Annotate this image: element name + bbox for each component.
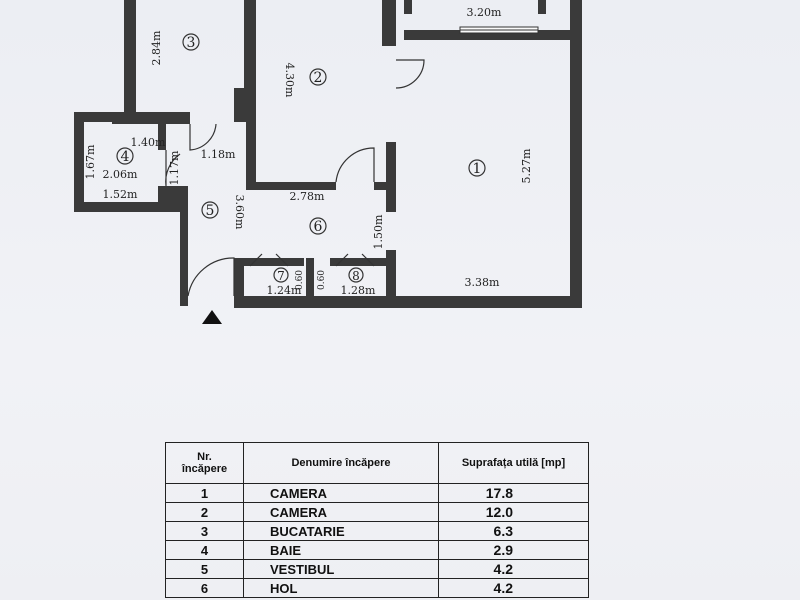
table-row: 4 BAIE 2.9 <box>165 540 589 560</box>
dim-r8-width: 1.28m <box>341 284 376 297</box>
cell-area: 12.0 <box>438 502 589 522</box>
table-row: 2 CAMERA 12.0 <box>165 502 589 522</box>
cell-name: VESTIBUL <box>243 559 439 579</box>
dim-r8-side: 0.60 <box>317 270 327 290</box>
dim-r7-side: 0.60 <box>295 270 305 290</box>
room-number-6: 6 <box>314 219 323 235</box>
room-area-table: Nr. încăpere Denumire încăpere Suprafața… <box>165 442 589 598</box>
dim-r3-height: 2.84m <box>150 30 163 65</box>
room-number-4: 4 <box>121 149 130 165</box>
dim-r6-height: 1.50m <box>372 214 385 249</box>
dim-r1-top-width: 3.20m <box>467 6 502 19</box>
room-number-1: 1 <box>473 161 482 177</box>
cell-nr: 6 <box>165 578 244 598</box>
room-labels: 3 2 1 4 5 6 7 8 <box>116 33 486 283</box>
dim-r7-width: 1.24m <box>267 284 302 297</box>
header-room-area: Suprafața utilă [mp] <box>438 442 589 484</box>
window <box>459 26 539 34</box>
dim-r4-height: 1.67m <box>84 144 97 179</box>
dim-r4-top: 1.40m <box>131 136 166 149</box>
entrance-arrow-icon <box>202 310 222 324</box>
room-number-7: 7 <box>277 269 285 283</box>
table-row: 5 VESTIBUL 4.2 <box>165 559 589 579</box>
table-row: 6 HOL 4.2 <box>165 578 589 598</box>
table-header-row: Nr. încăpere Denumire încăpere Suprafața… <box>165 442 589 484</box>
dim-r6-width: 2.78m <box>290 190 325 203</box>
cell-nr: 4 <box>165 540 244 560</box>
cell-nr: 3 <box>165 521 244 541</box>
dim-r2-height: 4.30m <box>283 63 296 98</box>
header-room-name: Denumire încăpere <box>243 442 439 484</box>
cell-nr: 1 <box>165 483 244 503</box>
cell-area: 4.2 <box>438 559 589 579</box>
dim-r5-height: 3.60m <box>233 195 246 230</box>
cell-area: 4.2 <box>438 578 589 598</box>
walls <box>74 0 582 308</box>
dimensions: 2.84m 4.30m 3.20m 5.27m 3.38m 1.40m 2.06… <box>84 6 533 297</box>
cell-area: 6.3 <box>438 521 589 541</box>
doors <box>165 59 425 297</box>
cell-name: BUCATARIE <box>243 521 439 541</box>
dim-r1-bottom-width: 3.38m <box>465 276 500 289</box>
dim-r4-width: 2.06m <box>103 168 138 181</box>
room-number-5: 5 <box>206 203 215 219</box>
cell-name: CAMERA <box>243 483 439 503</box>
cell-name: HOL <box>243 578 439 598</box>
room-number-8: 8 <box>352 269 360 283</box>
cell-name: CAMERA <box>243 502 439 522</box>
dim-r4-bottom: 1.52m <box>103 188 138 201</box>
room-number-3: 3 <box>187 35 196 51</box>
cell-nr: 2 <box>165 502 244 522</box>
floor-plan: 3 2 1 4 5 6 7 8 2.84m 4.30m 3.20m 5.27m … <box>74 0 582 324</box>
dim-r4-side: 1.17m <box>168 150 181 185</box>
table-row: 1 CAMERA 17.8 <box>165 483 589 503</box>
cell-area: 17.8 <box>438 483 589 503</box>
table-row: 3 BUCATARIE 6.3 <box>165 521 589 541</box>
dim-r1-height: 5.27m <box>520 148 533 183</box>
cell-nr: 5 <box>165 559 244 579</box>
cell-area: 2.9 <box>438 540 589 560</box>
room-number-2: 2 <box>314 70 323 86</box>
cell-name: BAIE <box>243 540 439 560</box>
header-room-number: Nr. încăpere <box>165 442 244 484</box>
dim-r5-top: 1.18m <box>201 148 236 161</box>
